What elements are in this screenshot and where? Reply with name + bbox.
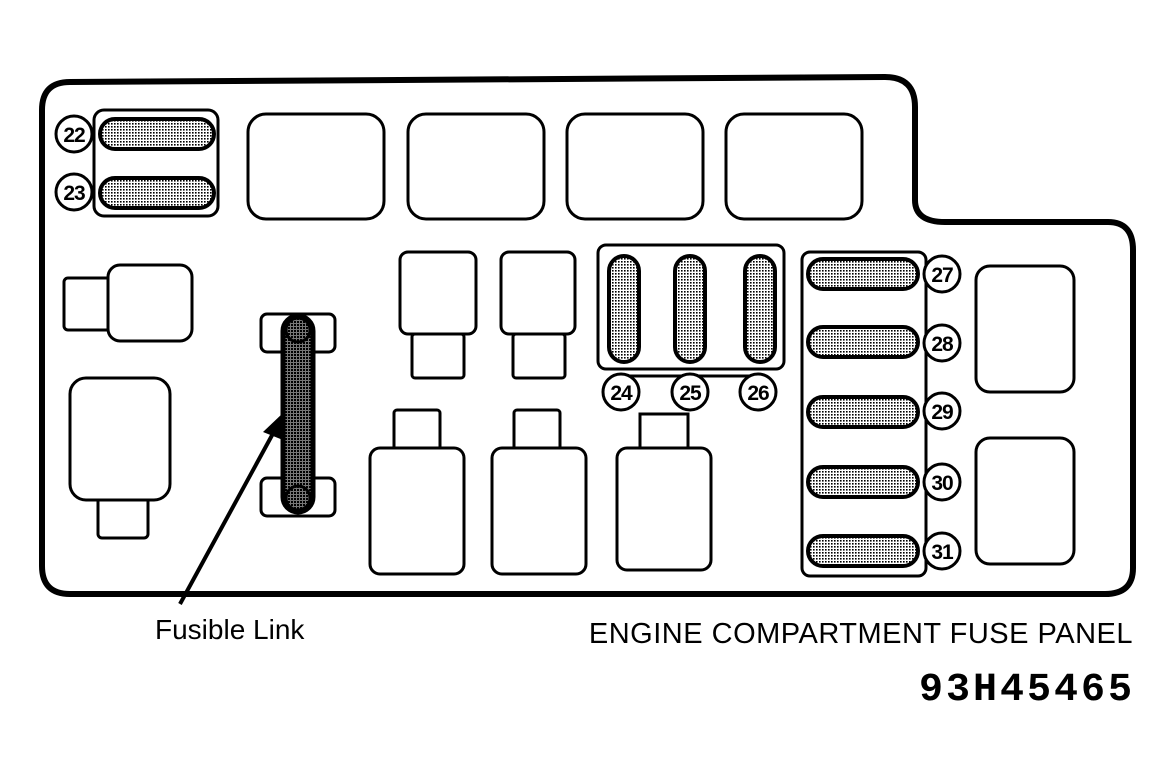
relay-bottom-1 [368,446,466,576]
connector-left-body [106,263,194,343]
fuse-27-number: 27 [922,254,962,294]
svg-text:24: 24 [610,382,633,405]
svg-text:27: 27 [931,264,953,287]
panel-title: ENGINE COMPARTMENT FUSE PANEL [588,618,1133,650]
relay-mid-1-tab [410,332,466,380]
relay-bottom-2-tab [512,408,562,452]
fusible-link-pointer [178,427,278,605]
fuse-31-number: 31 [922,531,962,571]
fuse-29 [806,395,920,429]
relay-left-lower [68,376,172,502]
relay-bottom-3 [615,446,713,572]
fuse-24-number: 24 [601,372,641,412]
fuse-23-number: 23 [54,172,94,212]
relay-right-lower [974,436,1076,566]
fuse-group-24-26 [596,243,786,371]
fuse-30 [806,465,920,499]
svg-text:31: 31 [931,541,954,564]
fuse-25-number: 25 [670,372,710,412]
fuse-29-number: 29 [922,391,962,431]
svg-text:22: 22 [63,124,85,147]
svg-text:25: 25 [679,382,702,405]
relay-bottom-2 [490,446,588,576]
fuse-24 [607,254,641,364]
relay-right-upper [974,264,1076,394]
fusible-link-bottom-terminal [284,484,312,512]
panel-outline [39,74,1136,597]
fusible-link-arrowhead [263,413,283,440]
relay-top-4 [724,112,864,221]
relay-top-1 [246,112,386,221]
fuse-26-number: 26 [738,372,778,412]
relay-top-3 [565,112,705,221]
relay-mid-2 [499,250,577,336]
fusible-link-top-terminal [284,316,312,344]
fuse-group-22-23 [92,108,220,218]
relay-bottom-1-tab [392,408,442,452]
fusible-link [280,313,316,515]
fuse-28-number: 28 [922,323,962,363]
fuse-26 [743,254,777,364]
fuse-28 [806,325,920,359]
relay-bottom-3-connector [638,412,690,448]
relay-mid-2-tab [511,332,567,380]
fuse-22-number: 22 [54,114,94,154]
fuse-31 [806,534,920,568]
fuse-27 [806,257,920,291]
fusible-link-label: Fusible Link [155,614,305,645]
svg-text:29: 29 [931,401,953,424]
fuse-30-number: 30 [922,462,962,502]
svg-text:26: 26 [747,382,769,405]
relay-mid-1 [398,250,478,336]
fuse-22 [98,117,216,151]
figure-code: 93H45465 [918,668,1135,713]
svg-text:28: 28 [931,333,954,356]
relay-top-2 [406,112,546,221]
fuse-25 [673,254,707,364]
svg-text:30: 30 [931,472,953,495]
svg-text:23: 23 [63,182,85,205]
fuse-23 [98,176,216,210]
